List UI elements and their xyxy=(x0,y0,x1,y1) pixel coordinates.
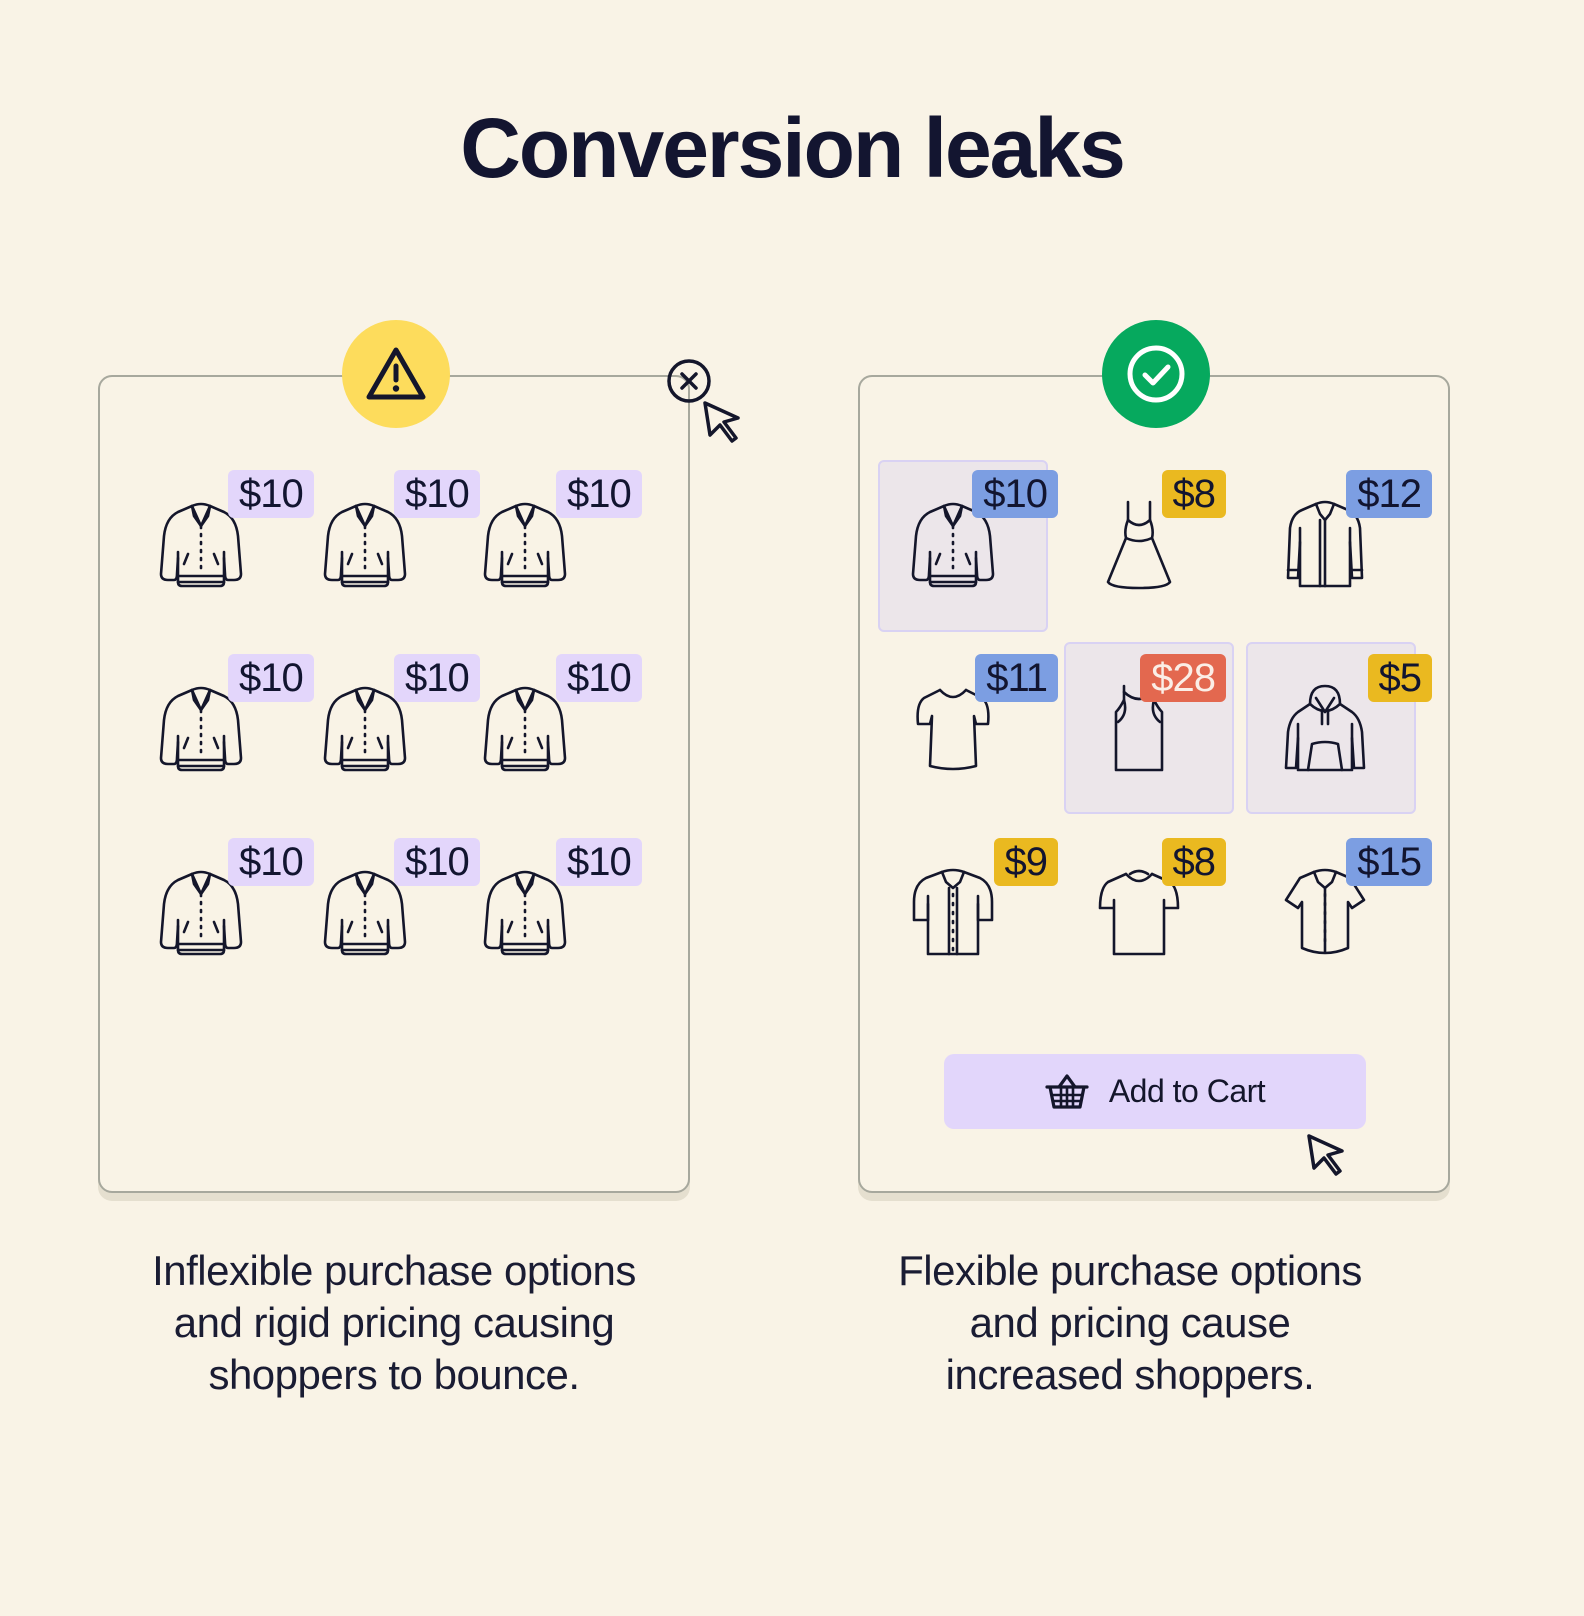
product-item[interactable] xyxy=(1280,866,1370,965)
warning-icon xyxy=(366,347,426,400)
hoodie-icon xyxy=(1284,684,1366,772)
jacket-icon xyxy=(159,870,243,956)
tshirt-icon xyxy=(916,688,990,771)
caption-line: Flexible purchase options xyxy=(898,1247,1362,1294)
product-item[interactable] xyxy=(1280,682,1370,781)
product-item xyxy=(480,498,570,597)
right-caption: Flexible purchase options and pricing ca… xyxy=(834,1245,1426,1401)
product-item xyxy=(480,682,570,781)
caption-line: Inflexible purchase options xyxy=(152,1247,636,1294)
jacket-icon xyxy=(483,502,567,588)
success-badge xyxy=(1102,320,1210,428)
caption-line: shoppers to bounce. xyxy=(208,1351,580,1398)
selected-item-highlight[interactable] xyxy=(1246,642,1416,814)
price-tag: $10 xyxy=(556,470,642,518)
price-tag: $10 xyxy=(228,654,314,702)
product-item xyxy=(320,682,410,781)
caption-line: and pricing cause xyxy=(969,1299,1291,1346)
price-tag: $9 xyxy=(993,838,1058,886)
jacket-icon xyxy=(323,870,407,956)
warning-badge xyxy=(342,320,450,428)
basket-icon xyxy=(1045,1073,1089,1109)
price-tag: $28 xyxy=(1140,654,1226,702)
close-circle-icon xyxy=(667,359,711,403)
cursor-icon xyxy=(1307,1134,1344,1176)
product-item xyxy=(156,498,246,597)
tee-icon xyxy=(1098,869,1180,956)
price-tag: $10 xyxy=(228,838,314,886)
dress-icon xyxy=(1106,500,1172,590)
price-tag: $10 xyxy=(228,470,314,518)
left-caption: Inflexible purchase options and rigid pr… xyxy=(98,1245,690,1401)
jacket-icon xyxy=(159,686,243,772)
price-tag: $10 xyxy=(972,470,1058,518)
price-tag: $12 xyxy=(1346,470,1432,518)
jacket-icon xyxy=(323,502,407,588)
jacket-icon xyxy=(159,502,243,588)
price-tag: $10 xyxy=(556,838,642,886)
short-sleeve-shirt-icon xyxy=(912,868,994,956)
jacket-icon xyxy=(483,686,567,772)
price-tag: $11 xyxy=(975,654,1058,702)
price-tag: $10 xyxy=(394,470,480,518)
jacket-icon xyxy=(483,870,567,956)
product-item xyxy=(156,682,246,781)
product-item xyxy=(156,866,246,965)
polo-shirt-icon xyxy=(1284,868,1366,955)
product-item[interactable] xyxy=(908,498,998,597)
price-tag: $10 xyxy=(394,654,480,702)
product-item xyxy=(320,866,410,965)
caption-line: and rigid pricing causing xyxy=(173,1299,615,1346)
caption-line: increased shoppers. xyxy=(945,1351,1315,1398)
add-to-cart-button[interactable]: Add to Cart xyxy=(944,1054,1366,1129)
price-tag: $15 xyxy=(1346,838,1432,886)
product-item xyxy=(480,866,570,965)
jacket-icon xyxy=(323,686,407,772)
product-item[interactable] xyxy=(1094,866,1184,965)
price-tag: $10 xyxy=(556,654,642,702)
product-item[interactable] xyxy=(908,866,998,965)
check-circle-icon xyxy=(1127,345,1185,403)
price-tag: $5 xyxy=(1367,654,1432,702)
product-item xyxy=(320,498,410,597)
add-to-cart-label: Add to Cart xyxy=(1108,1073,1266,1109)
page-title: Conversion leaks xyxy=(460,101,1126,195)
jacket-icon xyxy=(911,502,995,588)
price-tag: $10 xyxy=(394,838,480,886)
product-item[interactable] xyxy=(1094,498,1184,597)
product-item[interactable] xyxy=(908,682,998,781)
price-tag: $8 xyxy=(1161,838,1226,886)
cursor-icon xyxy=(703,401,740,443)
price-tag: $8 xyxy=(1161,470,1226,518)
